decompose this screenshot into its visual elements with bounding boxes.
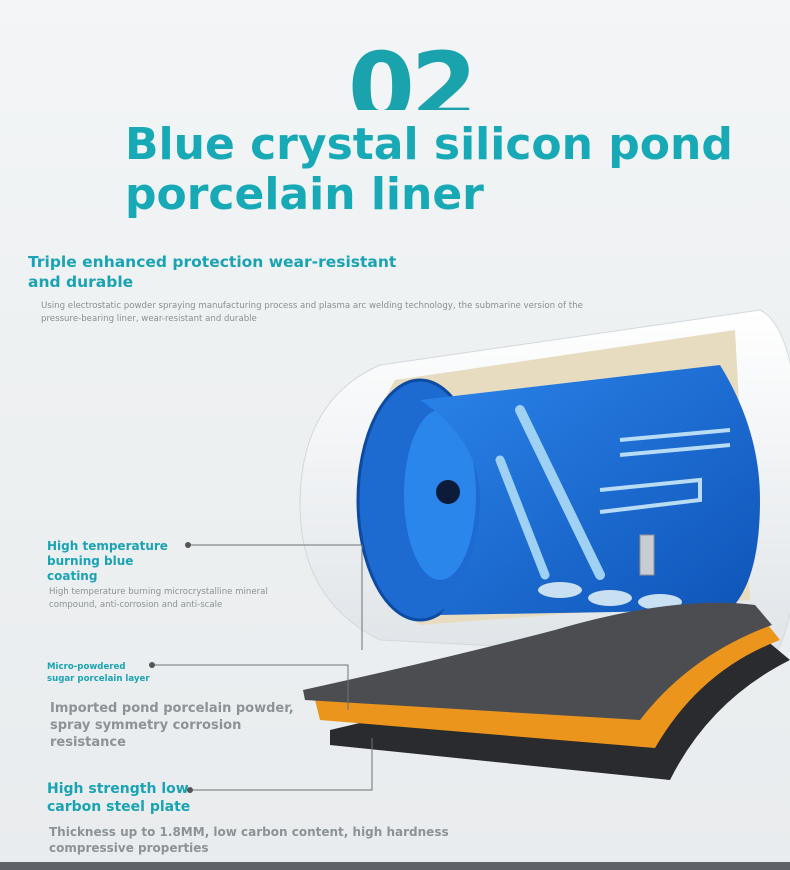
leader-line-1 [188,544,363,650]
liner-illustration [149,309,790,793]
intro-description: Using electrostatic powder spraying manu… [41,301,583,324]
layer-note-coating: High temperature burning microcrystallin… [49,587,268,610]
section-number: 02 [348,40,474,110]
bottom-divider [0,862,790,870]
layer-label-coating: High temperature burning blue coating [47,539,168,583]
layer-label-porcelain: Micro-powdered sugar porcelain layer [47,662,150,684]
layer-note-steel: Thickness up to 1.8MM, low carbon conten… [49,825,449,855]
layer-label-steel: High strength low carbon steel plate [47,781,191,815]
layer-note-porcelain: Imported pond porcelain powder, spray sy… [50,701,294,750]
leader-line-2 [152,664,349,710]
inlet-hole [436,480,460,504]
blue-coating-layer [303,602,772,720]
leader-line-3 [190,738,373,791]
page-title: Blue crystal silicon pond porcelain line… [125,119,733,220]
blue-liner-body [420,365,760,615]
subtitle: Triple enhanced protection wear-resistan… [28,253,397,291]
